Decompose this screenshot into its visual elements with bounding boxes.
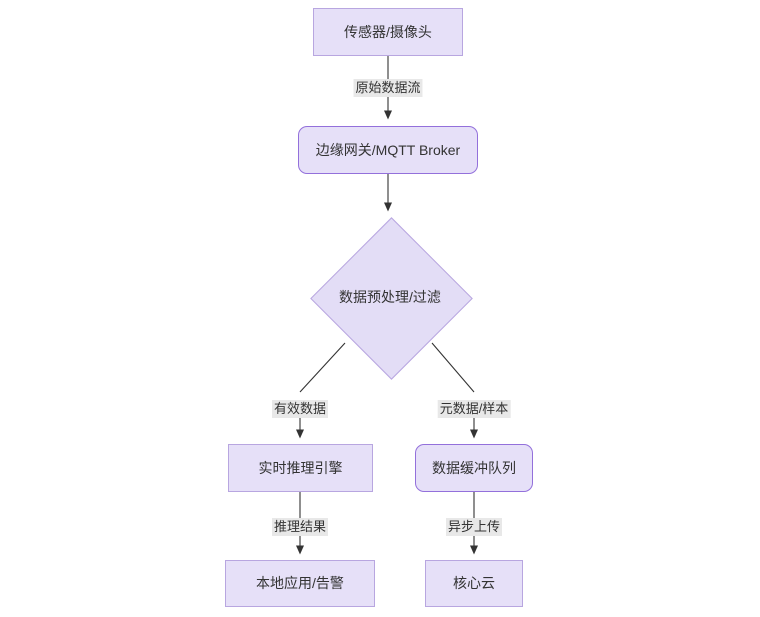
node-edge-gateway-label: 边缘网关/MQTT Broker <box>315 141 461 158</box>
node-data-buffer-queue-label: 数据缓冲队列 <box>432 459 516 476</box>
node-data-buffer-queue[interactable]: 数据缓冲队列 <box>415 444 533 492</box>
node-edge-gateway[interactable]: 边缘网关/MQTT Broker <box>298 126 478 174</box>
edge-label-raw-data-stream: 原始数据流 <box>353 79 423 98</box>
edge-label-async-upload: 异步上传 <box>445 518 503 537</box>
node-preprocess-filter[interactable]: 数据预处理/过滤 <box>309 216 473 380</box>
edge-label-valid-data: 有效数据 <box>271 400 329 419</box>
node-core-cloud-label: 核心云 <box>453 575 495 592</box>
node-sensor[interactable]: 传感器/摄像头 <box>313 8 463 56</box>
node-realtime-inference-engine[interactable]: 实时推理引擎 <box>228 444 373 492</box>
node-local-app-alarm[interactable]: 本地应用/告警 <box>225 560 375 607</box>
edge-label-inference-result: 推理结果 <box>271 518 329 537</box>
node-local-app-alarm-label: 本地应用/告警 <box>256 575 344 592</box>
edge-label-metadata-sample: 元数据/样本 <box>437 400 511 419</box>
node-realtime-inference-engine-label: 实时推理引擎 <box>258 459 343 476</box>
node-core-cloud[interactable]: 核心云 <box>425 560 523 607</box>
node-preprocess-filter-label: 数据预处理/过滤 <box>339 289 441 305</box>
node-sensor-label: 传感器/摄像头 <box>344 23 432 40</box>
